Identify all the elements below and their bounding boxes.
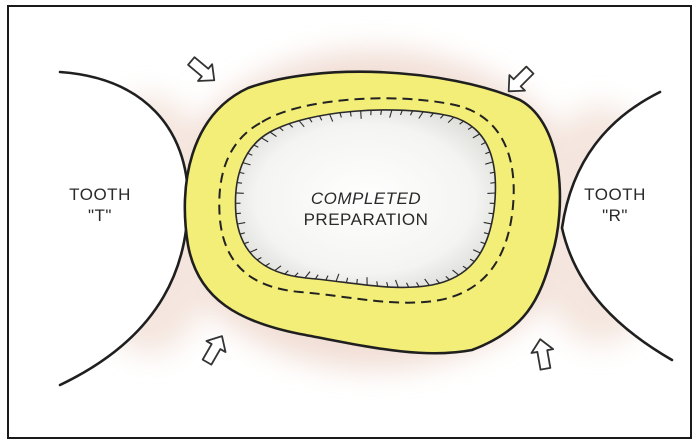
arrow-bottom-right-icon	[530, 338, 555, 371]
hatch-tick	[469, 258, 475, 262]
hatch-tick	[490, 181, 496, 184]
hatch-tick	[325, 275, 329, 281]
hatch-tick	[409, 110, 414, 116]
hatch-tick	[462, 265, 468, 270]
hatch-tick	[243, 241, 249, 245]
hatch-tick	[483, 221, 492, 225]
hatch-tick	[439, 114, 445, 119]
arrow-bottom-left-icon	[201, 335, 227, 366]
hatch-tick	[345, 277, 349, 283]
hatch-tick	[239, 232, 245, 235]
hatch-tick	[294, 272, 299, 277]
tooth-t-fill	[20, 72, 188, 385]
hatch-tick	[380, 109, 383, 115]
hatch-tick	[314, 274, 319, 280]
hatch-tick	[235, 212, 241, 215]
hatch-tick	[389, 109, 393, 118]
hatch-tick	[472, 249, 481, 254]
hatch-tick	[237, 182, 243, 184]
tooth-r-label-line2: "R"	[602, 206, 628, 225]
hatch-tick	[261, 137, 269, 143]
hatch-tick	[339, 112, 342, 118]
hatch-tick	[269, 131, 277, 138]
hatch-tick	[318, 115, 323, 121]
hatch-tick	[308, 117, 313, 123]
completed-preparation-cavity	[234, 109, 497, 289]
hatch-tick	[253, 144, 259, 148]
hatch-tick	[256, 257, 262, 261]
cavity-hatch-marks	[235, 109, 496, 288]
tooth-t-label-line2: "T"	[88, 206, 112, 225]
hatch-tick	[489, 171, 495, 174]
hatch-tick	[376, 281, 379, 287]
hatch-tick	[467, 126, 473, 130]
arrow-top-right-icon	[507, 65, 535, 93]
hatch-tick	[418, 111, 424, 119]
hatch-tick	[416, 282, 420, 287]
tooth-r-fill	[562, 92, 690, 360]
hatch-tick	[329, 113, 334, 122]
hatch-tick	[485, 161, 494, 165]
hatch-tick	[485, 151, 491, 155]
hatch-tick	[399, 110, 403, 116]
hatch-tick	[242, 162, 251, 166]
hatch-tick	[445, 275, 450, 281]
hatch-tick	[239, 171, 245, 175]
arrow-top-left-icon	[187, 56, 216, 82]
center-label-line1: COMPLETED	[311, 189, 421, 208]
hatch-tick	[406, 282, 410, 288]
hatch-tick	[429, 112, 434, 118]
hatch-tick	[480, 241, 486, 245]
hatch-tick	[349, 111, 352, 117]
hatch-tick	[435, 279, 441, 284]
hatch-tick	[288, 123, 294, 128]
hatch-tick	[360, 110, 362, 119]
hatch-tick	[459, 120, 464, 125]
hatch-tick	[265, 262, 270, 267]
hatch-tick	[394, 279, 399, 288]
tooth-r-outline	[560, 90, 674, 362]
tooth-t-label-line1: TOOTH	[69, 185, 131, 204]
hatch-tick	[237, 222, 246, 225]
hatch-tick	[304, 271, 311, 279]
hatch-tick	[335, 273, 340, 282]
hatch-tick	[472, 133, 481, 139]
center-label-line2: PREPARATION	[304, 210, 429, 229]
hatch-tick	[284, 270, 289, 275]
hatch-tick	[274, 265, 282, 272]
hatch-tick	[247, 152, 253, 156]
hatch-tick	[483, 232, 489, 235]
hatch-tick	[386, 281, 389, 288]
hatch-tick	[279, 127, 284, 132]
hatch-tick	[424, 278, 430, 286]
preparation-dashed-outline	[218, 97, 515, 304]
hatch-tick	[452, 269, 460, 276]
hatch-tick	[480, 141, 486, 146]
hatch-tick	[356, 278, 358, 285]
hatch-tick	[447, 116, 455, 123]
hatch-tick	[298, 120, 305, 128]
hatch-tick	[488, 212, 494, 215]
tooth-r-label-line1: TOOTH	[584, 185, 646, 204]
hatch-tick	[249, 248, 258, 253]
